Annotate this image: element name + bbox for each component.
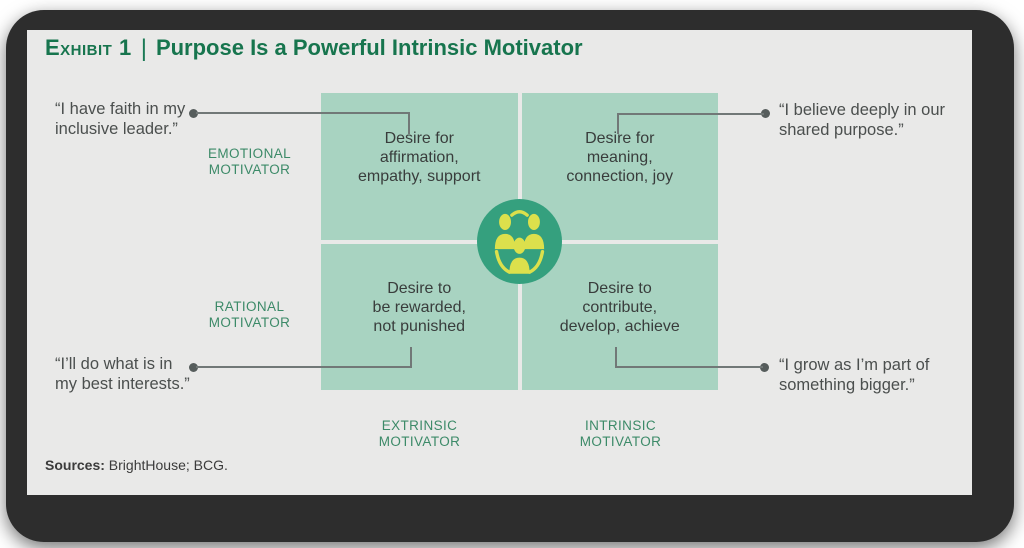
connector-line: [196, 112, 410, 114]
axis-label-emotional: EMOTIONAL MOTIVATOR: [207, 146, 292, 177]
axis-label-rational: RATIONAL MOTIVATOR: [208, 299, 291, 330]
axis-label-intrinsic: INTRINSIC MOTIVATOR: [579, 418, 662, 449]
people-network-icon: [477, 199, 562, 284]
title-text: Purpose Is a Powerful Intrinsic Motivato…: [155, 35, 583, 60]
sources-note: Sources: BrightHouse; BCG.: [45, 457, 228, 473]
sources-text: BrightHouse; BCG.: [104, 457, 228, 473]
motivator-matrix: Desire for affirmation, empathy, support…: [321, 93, 718, 390]
axis-label-extrinsic: EXTRINSIC MOTIVATOR: [378, 418, 461, 449]
quadrant-text: Desire for affirmation, empathy, support: [358, 129, 481, 185]
quadrant-text: Desire for meaning, connection, joy: [566, 129, 674, 185]
connector-dot: [189, 109, 198, 118]
exhibit-title: Exhibit 1 | Purpose Is a Powerful Intrin…: [45, 34, 583, 62]
connector-line: [617, 114, 619, 134]
connector-line: [615, 347, 617, 368]
connector-line: [408, 113, 410, 134]
quote-bottom-left: “I’ll do what is in my best interests.”: [55, 355, 190, 393]
connector-line: [615, 366, 763, 368]
quote-top-right: “I believe deeply in our shared purpose.…: [779, 101, 946, 139]
sources-label: Sources:: [45, 457, 105, 473]
quadrant-emotional-intrinsic: Desire for meaning, connection, joy: [521, 93, 718, 240]
quadrant-text: Desire to be rewarded, not punished: [372, 280, 466, 336]
connector-line: [410, 347, 412, 368]
connector-line: [617, 113, 764, 115]
connector-dot: [761, 109, 770, 118]
quadrant-text: Desire to contribute, develop, achieve: [559, 280, 680, 336]
quote-bottom-right: “I grow as I’m part of something bigger.…: [779, 356, 930, 394]
connector-line: [196, 366, 412, 368]
title-divider: |: [140, 35, 147, 62]
quadrant-rational-extrinsic: Desire to be rewarded, not punished: [321, 243, 518, 390]
quadrant-rational-intrinsic: Desire to contribute, develop, achieve: [521, 243, 718, 390]
connector-dot: [760, 363, 769, 372]
quote-top-left: “I have faith in my inclusive leader.”: [55, 100, 186, 138]
quadrant-emotional-extrinsic: Desire for affirmation, empathy, support: [321, 93, 518, 240]
connector-dot: [189, 363, 198, 372]
exhibit-label: Exhibit 1: [45, 35, 132, 60]
